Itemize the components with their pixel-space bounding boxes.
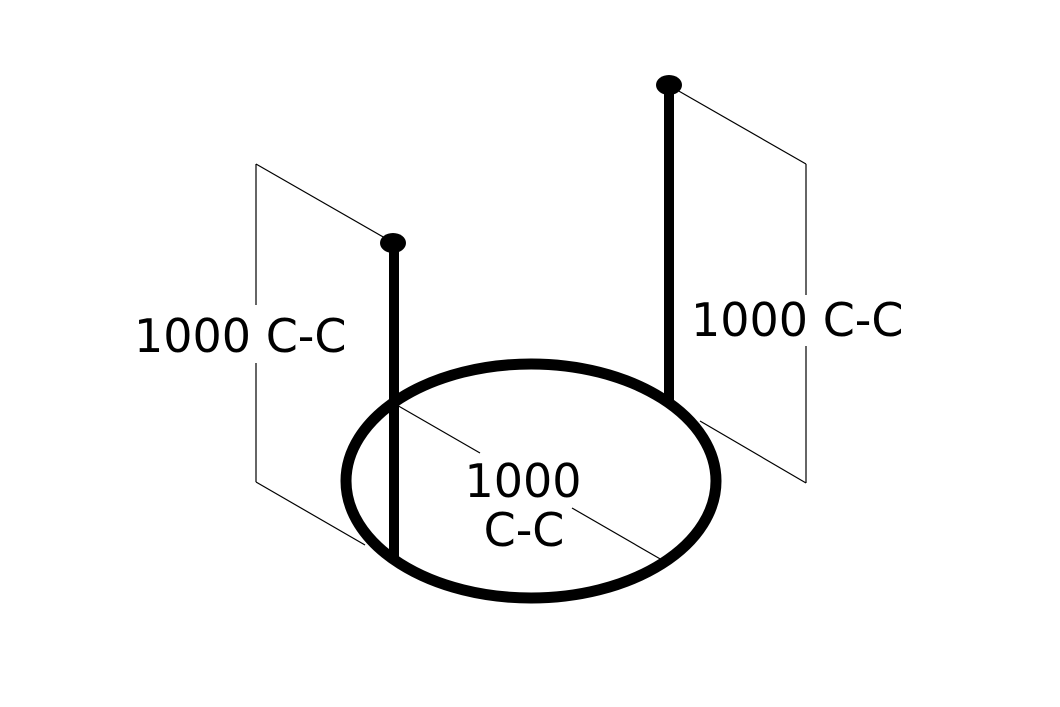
right-height-label: 1000 C-C (691, 293, 904, 347)
left-dim-bottom-extension (255, 481, 366, 546)
right-rod-cap (656, 75, 682, 95)
left-rod (380, 233, 406, 562)
diameter-dimension (394, 403, 663, 561)
diameter-label-line1: 1000 (464, 454, 581, 508)
diameter-line-upper (394, 403, 481, 454)
right-dim-bottom-extension (699, 420, 807, 484)
right-height-dimension (669, 85, 807, 484)
ring (340, 358, 722, 604)
right-rod (656, 75, 682, 404)
diameter-line-lower (571, 507, 663, 561)
left-height-dimension (255, 163, 393, 546)
left-rod-cap (380, 233, 406, 253)
left-dim-top-extension (255, 163, 393, 243)
left-height-label: 1000 C-C (134, 309, 347, 363)
right-dim-top-extension (669, 85, 807, 165)
diameter-label-line2: C-C (484, 503, 565, 557)
